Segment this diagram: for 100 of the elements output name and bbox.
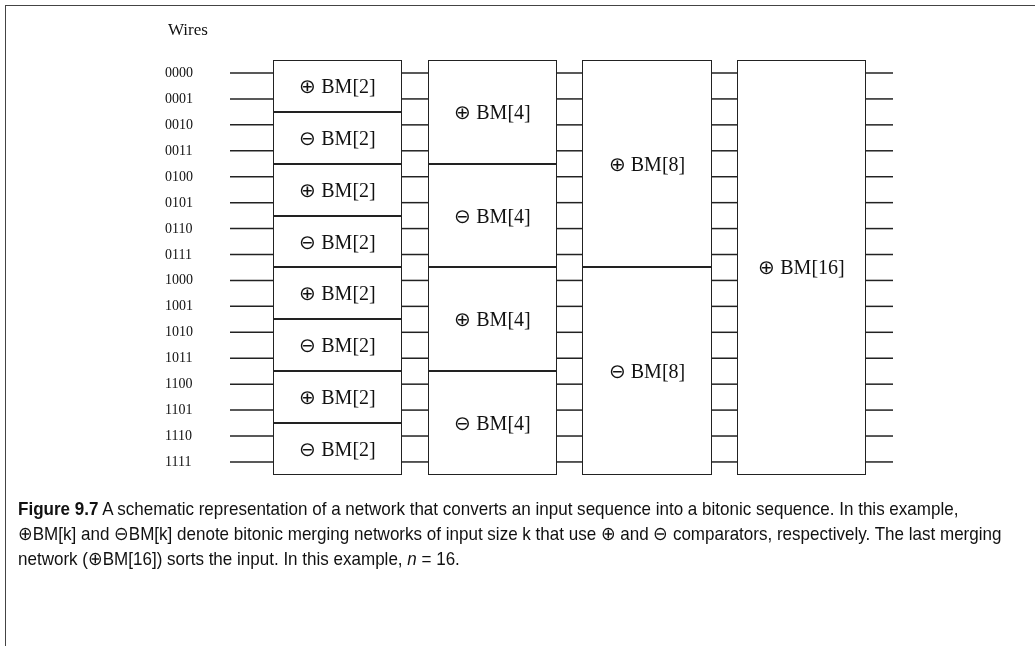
wire-line xyxy=(556,435,583,437)
wire-label: 1100 xyxy=(165,376,193,393)
wire-line xyxy=(556,150,583,152)
wire-line xyxy=(229,435,274,437)
merge-network-box: ⊕ BM[2] xyxy=(273,371,402,423)
wire-line xyxy=(229,357,274,359)
merge-network-box: ⊕ BM[8] xyxy=(582,60,712,268)
wire-line xyxy=(865,383,894,385)
wire-line xyxy=(865,461,894,463)
wire-line xyxy=(711,201,738,204)
wire-line xyxy=(229,305,274,308)
wire-line xyxy=(865,175,894,178)
wire-line xyxy=(401,124,429,126)
wire-line xyxy=(865,124,894,126)
wire-line xyxy=(229,461,274,463)
wire-line xyxy=(556,175,583,178)
wire-line xyxy=(556,305,583,308)
wire-line xyxy=(865,357,894,359)
wire-line xyxy=(556,409,583,411)
merge-network-box: ⊕ BM[4] xyxy=(428,60,557,164)
wire-line xyxy=(229,331,274,334)
wire-label: 1111 xyxy=(165,453,192,470)
merge-network-box: ⊖ BM[2] xyxy=(273,319,402,372)
wire-line xyxy=(401,227,429,230)
wire-line xyxy=(401,201,429,204)
wire-line xyxy=(711,331,738,334)
wire-line xyxy=(229,227,274,230)
wire-line xyxy=(401,435,429,437)
wire-line xyxy=(229,279,274,282)
wire-line xyxy=(711,305,738,308)
wire-line xyxy=(556,383,583,385)
wire-line xyxy=(556,72,583,74)
merge-network-box: ⊕ BM[2] xyxy=(273,60,402,112)
wire-line xyxy=(556,357,583,359)
wire-line xyxy=(556,201,583,204)
wire-line xyxy=(556,461,583,463)
wire-line xyxy=(865,435,894,437)
wire-label: 1000 xyxy=(165,272,193,289)
merge-network-box: ⊖ BM[4] xyxy=(428,371,557,475)
wire-line xyxy=(865,331,894,334)
wire-line xyxy=(711,72,738,74)
wire-line xyxy=(711,461,738,463)
wire-label: 1001 xyxy=(165,298,193,315)
wire-line xyxy=(865,409,894,411)
wire-line xyxy=(229,150,274,152)
wire-line xyxy=(556,253,583,256)
wire-line xyxy=(865,150,894,152)
wire-line xyxy=(711,150,738,152)
wire-line xyxy=(865,227,894,230)
wire-line xyxy=(865,201,894,204)
merge-network-box: ⊕ BM[4] xyxy=(428,267,557,372)
wire-line xyxy=(229,124,274,126)
wire-line xyxy=(865,253,894,256)
wire-line xyxy=(711,175,738,178)
wire-label: 0000 xyxy=(165,65,193,81)
wire-label: 0101 xyxy=(165,194,193,211)
merge-network-box: ⊖ BM[4] xyxy=(428,163,557,268)
wire-line xyxy=(401,253,429,256)
merge-network-box: ⊖ BM[2] xyxy=(273,111,402,164)
wire-line xyxy=(865,72,894,74)
merge-network-box: ⊖ BM[8] xyxy=(582,267,712,475)
merge-network-box: ⊕ BM[16] xyxy=(737,60,866,475)
wire-line xyxy=(229,253,274,256)
wire-label: 1010 xyxy=(165,324,193,341)
merge-network-box: ⊕ BM[2] xyxy=(273,267,402,320)
wire-line xyxy=(556,98,583,100)
wire-line xyxy=(229,409,274,411)
wire-line xyxy=(401,409,429,411)
wire-line xyxy=(556,331,583,334)
wire-label: 1011 xyxy=(165,350,193,367)
wire-line xyxy=(401,331,429,334)
wire-line xyxy=(556,227,583,230)
wire-line xyxy=(711,98,738,100)
wire-line xyxy=(229,72,274,74)
wire-label: 0001 xyxy=(165,90,193,107)
wire-line xyxy=(711,435,738,437)
wire-line xyxy=(556,279,583,282)
wire-label: 1101 xyxy=(165,402,193,419)
wire-label: 0011 xyxy=(165,142,193,159)
wire-line xyxy=(865,98,894,100)
wire-line xyxy=(711,383,738,385)
wire-line xyxy=(401,383,429,385)
wire-line xyxy=(556,124,583,126)
wire-line xyxy=(401,279,429,282)
wire-line xyxy=(711,357,738,359)
merge-network-box: ⊖ BM[2] xyxy=(273,215,402,268)
wire-line xyxy=(711,124,738,126)
wire-line xyxy=(711,227,738,230)
wire-line xyxy=(229,201,274,204)
wire-line xyxy=(711,253,738,256)
merge-network-box: ⊕ BM[2] xyxy=(273,163,402,216)
wire-line xyxy=(401,357,429,359)
wire-line xyxy=(865,279,894,282)
wire-label: 0100 xyxy=(165,168,193,185)
wire-label: 0010 xyxy=(165,116,193,133)
figure-caption: Figure 9.7 A schematic representation of a network that converts an input sequence into a bitonic sequence. In this example, ⊕BM[k] and ⊖BM[k] denote bitonic merging networks of input size k that use ⊕ and ⊖ comparators, respectively. The last merging network (⊕BM[16]) sorts the input. In this example, n = 16. xyxy=(18,497,1003,571)
wire-line xyxy=(401,72,429,74)
wire-line xyxy=(229,383,274,385)
wire-line xyxy=(229,98,274,100)
wire-line xyxy=(865,305,894,308)
